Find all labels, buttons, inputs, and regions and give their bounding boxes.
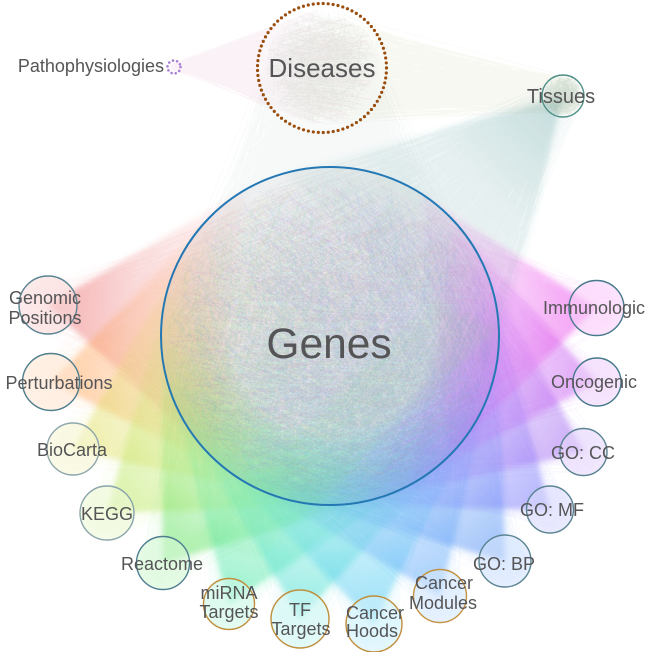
svg-text:Cancer: Cancer [415, 573, 473, 593]
svg-text:Positions: Positions [8, 308, 81, 328]
svg-text:Tissues: Tissues [527, 86, 595, 108]
svg-text:Pathophysiologies: Pathophysiologies [18, 56, 164, 76]
svg-text:KEGG: KEGG [81, 504, 133, 524]
svg-text:Oncogenic: Oncogenic [551, 372, 637, 392]
svg-text:Hoods: Hoods [346, 621, 398, 641]
svg-text:Modules: Modules [409, 593, 477, 613]
svg-text:GO: MF: GO: MF [520, 500, 584, 520]
svg-text:GO: BP: GO: BP [473, 554, 535, 574]
svg-text:Genes: Genes [266, 321, 391, 368]
svg-text:GO: CC: GO: CC [551, 443, 615, 463]
svg-text:Reactome: Reactome [121, 554, 203, 574]
svg-text:Genomic: Genomic [9, 288, 81, 308]
svg-text:Perturbations: Perturbations [5, 373, 112, 393]
svg-text:miRNA: miRNA [201, 583, 258, 603]
svg-text:Immunologic: Immunologic [543, 298, 645, 318]
svg-text:Targets: Targets [199, 602, 258, 622]
svg-text:BioCarta: BioCarta [37, 440, 108, 460]
svg-text:Diseases: Diseases [269, 53, 376, 83]
svg-text:Cancer: Cancer [346, 603, 404, 623]
svg-text:Targets: Targets [271, 619, 330, 639]
svg-text:TF: TF [289, 600, 311, 620]
